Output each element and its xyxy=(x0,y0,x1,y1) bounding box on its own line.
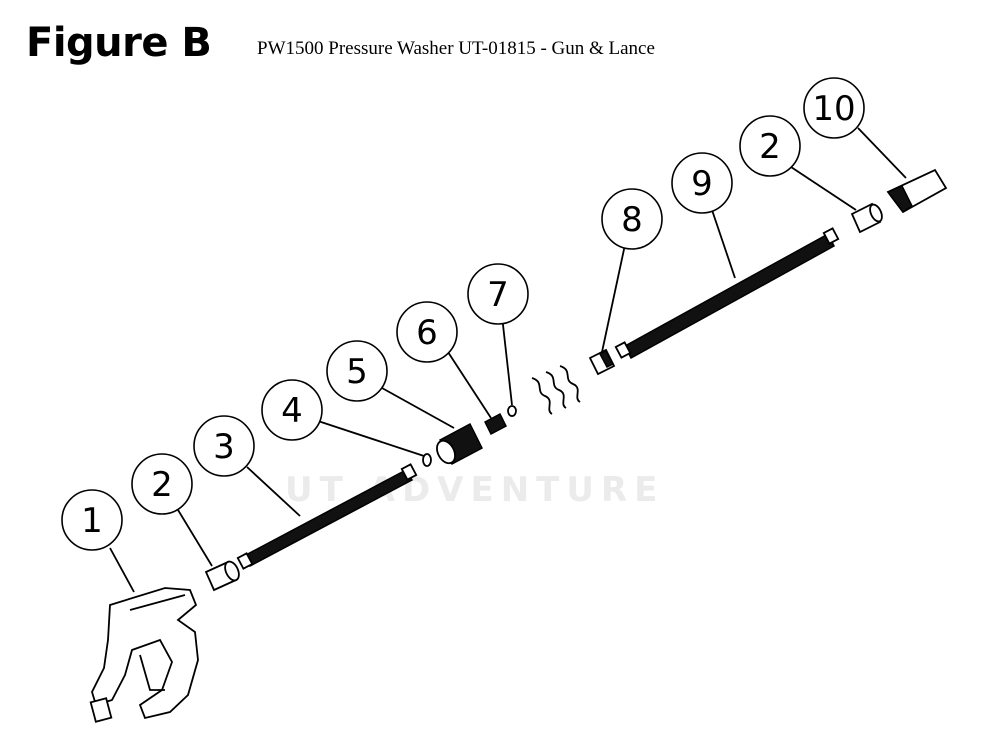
part-lance-tube-short xyxy=(236,463,418,570)
figure-title: PW1500 Pressure Washer UT-01815 - Gun & … xyxy=(257,38,655,59)
callout-3: 3 xyxy=(193,415,255,477)
callout-8: 8 xyxy=(601,188,663,250)
callout-2-right-label: 2 xyxy=(759,127,781,167)
callout-1-label: 1 xyxy=(81,501,103,541)
part-coupler xyxy=(436,422,483,466)
part-spray-gun xyxy=(89,587,199,723)
part-nozzle xyxy=(886,168,948,214)
callout-10-label: 10 xyxy=(812,89,855,129)
callout-1: 1 xyxy=(61,489,123,551)
callout-4: 4 xyxy=(261,379,323,441)
part-nut-right xyxy=(850,202,883,234)
part-nut-left xyxy=(204,560,240,592)
callout-3-label: 3 xyxy=(213,427,235,467)
callout-7-label: 7 xyxy=(487,275,509,315)
figure-label: Figure B xyxy=(26,20,212,66)
callout-2-right: 2 xyxy=(739,115,801,177)
callout-9: 9 xyxy=(671,152,733,214)
callout-6: 6 xyxy=(396,301,458,363)
callout-2-left-label: 2 xyxy=(151,465,173,505)
leader-lines xyxy=(109,127,907,593)
part-lance-tube-long xyxy=(614,227,840,360)
break-symbol xyxy=(531,365,581,415)
callout-10: 10 xyxy=(803,77,865,139)
part-nut-lance xyxy=(588,348,616,376)
callout-8-label: 8 xyxy=(621,200,643,240)
callout-5: 5 xyxy=(326,340,388,402)
callout-7: 7 xyxy=(467,263,529,325)
callout-9-label: 9 xyxy=(691,164,713,204)
part-fitting xyxy=(484,412,507,436)
callout-2-left: 2 xyxy=(131,453,193,515)
callout-5-label: 5 xyxy=(346,352,368,392)
part-o-ring-small xyxy=(422,453,432,467)
callout-6-label: 6 xyxy=(416,313,438,353)
part-o-ring xyxy=(507,405,517,417)
callout-4-label: 4 xyxy=(281,391,303,431)
